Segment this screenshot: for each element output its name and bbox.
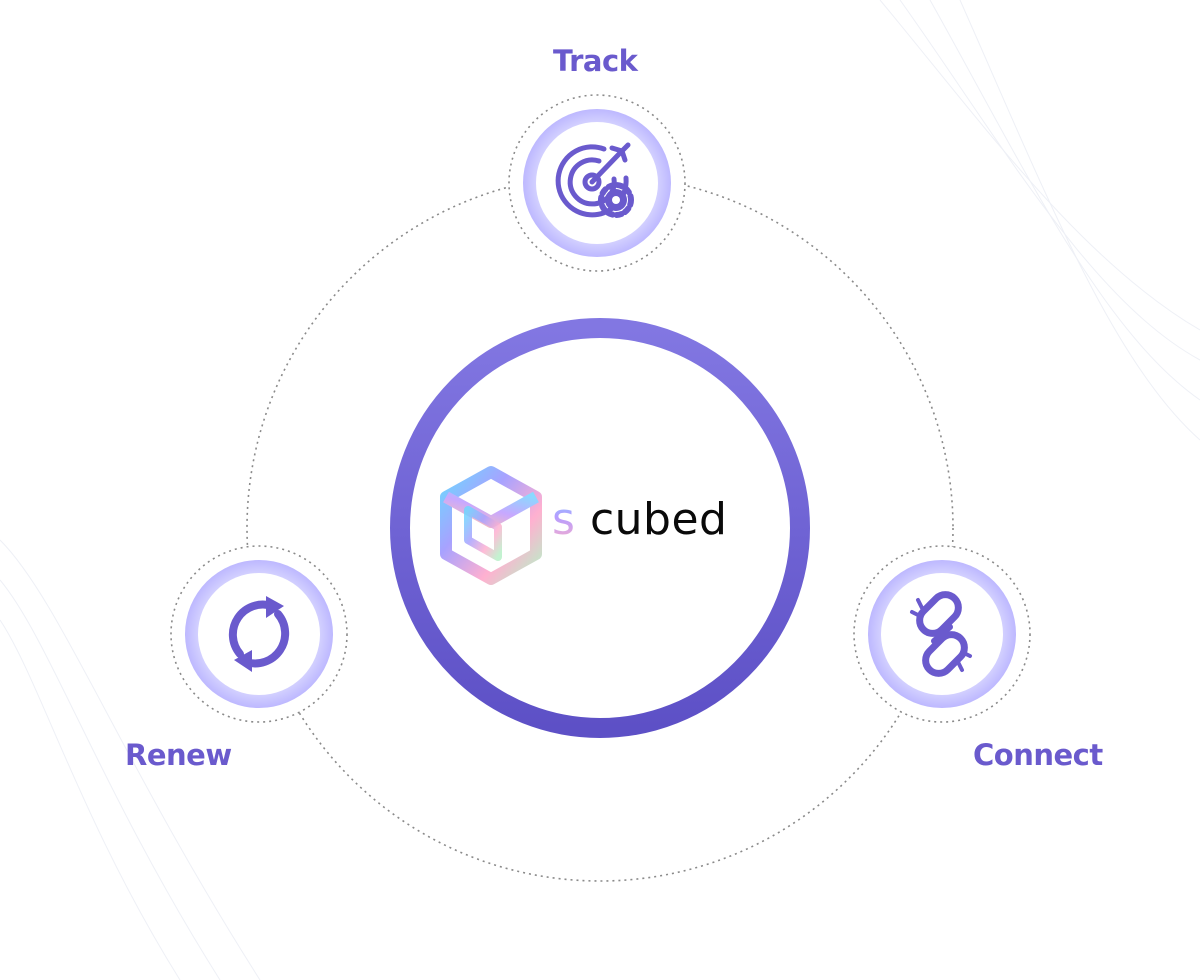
node-renew[interactable] [170, 545, 348, 723]
refresh-cycle-icon [228, 596, 290, 672]
node-track-label: Track [553, 44, 638, 78]
isometric-cube-logo-icon [440, 466, 542, 585]
node-renew-label: Renew [125, 738, 232, 772]
center-hub [390, 318, 810, 738]
node-track[interactable] [508, 94, 686, 272]
brand-name: cubed [589, 494, 728, 545]
target-gear-icon [555, 142, 634, 218]
brand-prefix: s [552, 494, 576, 545]
brand-wordmark: s cubed [552, 494, 727, 545]
center-ring [390, 318, 810, 738]
node-connect[interactable] [853, 545, 1031, 723]
broken-link-icon [910, 591, 972, 677]
node-renew-disc [198, 573, 320, 695]
node-connect-label: Connect [973, 738, 1103, 772]
